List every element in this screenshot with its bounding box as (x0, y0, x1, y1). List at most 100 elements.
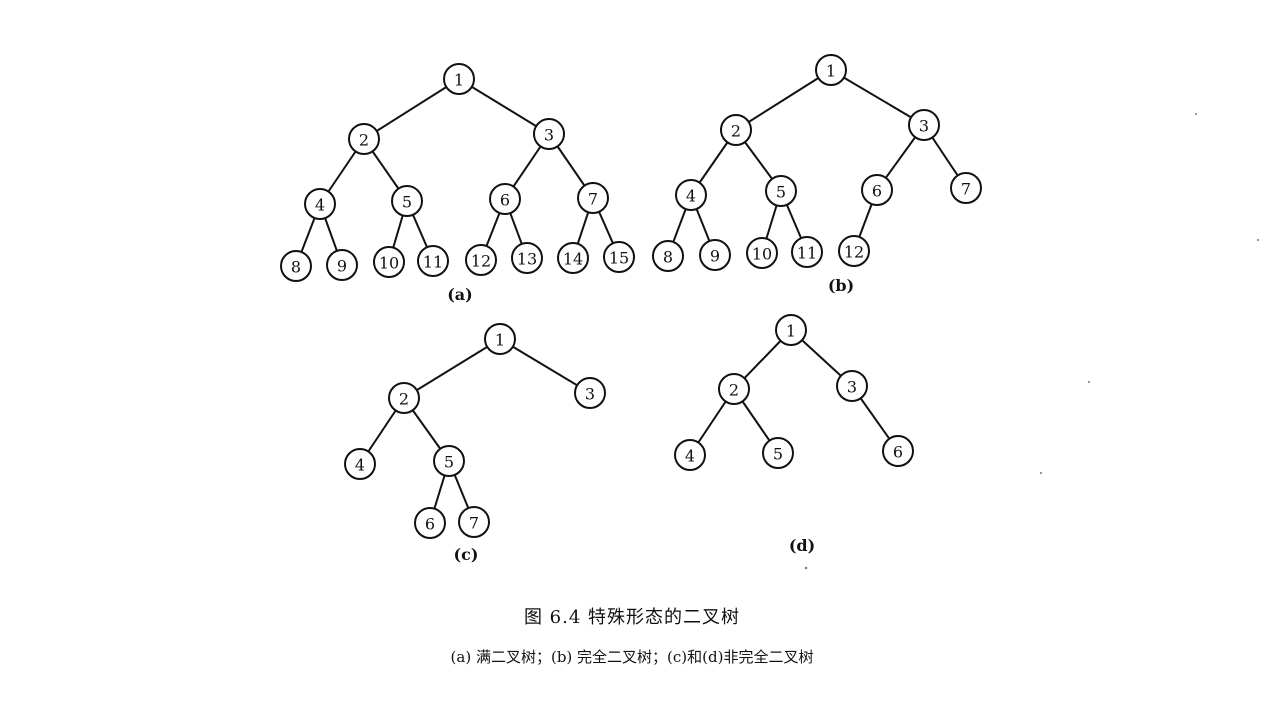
tree-c-sublabel: (c) (454, 545, 479, 564)
node-label: 3 (544, 126, 554, 145)
tree-a-node-4: 4 (304, 188, 336, 220)
node-label: 2 (729, 381, 739, 400)
tree-b-node-2: 2 (720, 114, 752, 146)
tree-a-node-5: 5 (391, 185, 423, 217)
tree-c-node-7: 7 (458, 506, 490, 538)
node-label: 6 (500, 191, 510, 210)
node-label: 12 (844, 243, 864, 262)
tree-a-node-15: 15 (603, 241, 635, 273)
node-label: 1 (495, 331, 505, 350)
node-label: 12 (471, 252, 491, 271)
tree-c-edge-1-3 (499, 338, 591, 394)
tree-b-node-6: 6 (861, 174, 893, 206)
tree-a-sublabel: (a) (447, 285, 473, 304)
node-circle (652, 240, 684, 272)
node-label: 15 (609, 249, 629, 268)
node-circle (746, 237, 778, 269)
node-label: 7 (588, 190, 598, 209)
node-circle (489, 183, 521, 215)
tree-d-node-4: 4 (674, 439, 706, 471)
node-label: 1 (786, 322, 796, 341)
node-circle (791, 236, 823, 268)
tree-c-node-6: 6 (414, 507, 446, 539)
node-circle (603, 241, 635, 273)
node-label: 8 (291, 258, 301, 277)
node-circle (348, 123, 380, 155)
tree-b-sublabel: (b) (828, 276, 854, 295)
node-label: 4 (355, 456, 365, 475)
node-label: 5 (402, 193, 412, 212)
node-label: 14 (563, 250, 583, 269)
tree-b-node-10: 10 (746, 237, 778, 269)
tree-b-node-11: 11 (791, 236, 823, 268)
node-circle (304, 188, 336, 220)
node-label: 11 (423, 253, 443, 272)
node-circle (511, 242, 543, 274)
tree-d-node-2: 2 (718, 373, 750, 405)
tree-b-node-12: 12 (838, 235, 870, 267)
node-circle (344, 448, 376, 480)
figure-title: 图 6.4 特殊形态的二叉树 (523, 607, 741, 628)
tree-a-node-14: 14 (557, 242, 589, 274)
node-circle (815, 54, 847, 86)
node-label: 9 (337, 257, 347, 276)
node-label: 6 (893, 443, 903, 462)
edges-layer (295, 69, 967, 524)
tree-a-node-10: 10 (373, 246, 405, 278)
node-circle (533, 118, 565, 150)
node-label: 4 (686, 187, 696, 206)
node-label: 2 (359, 131, 369, 150)
tree-c-node-3: 3 (574, 377, 606, 409)
node-label: 6 (872, 182, 882, 201)
tree-b-edge-1-2 (735, 69, 832, 131)
node-circle (838, 235, 870, 267)
tree-a-node-1: 1 (443, 63, 475, 95)
node-label: 4 (315, 196, 325, 215)
figure-caption: (a) 满二叉树；(b) 完全二叉树；(c)和(d)非完全二叉树 (450, 648, 814, 666)
node-circle (458, 506, 490, 538)
node-circle (674, 439, 706, 471)
node-label: 5 (773, 445, 783, 464)
node-circle (433, 445, 465, 477)
tree-c-edge-1-2 (403, 338, 501, 399)
tree-b-node-5: 5 (765, 175, 797, 207)
node-circle (762, 437, 794, 469)
tree-b-node-3: 3 (908, 109, 940, 141)
node-label: 13 (517, 250, 537, 269)
node-label: 8 (663, 248, 673, 267)
node-circle (950, 172, 982, 204)
scan-specks (804, 113, 1259, 570)
tree-a-node-12: 12 (465, 244, 497, 276)
tree-a-node-2: 2 (348, 123, 380, 155)
node-circle (765, 175, 797, 207)
node-circle (718, 373, 750, 405)
node-circle (577, 182, 609, 214)
node-circle (326, 249, 358, 281)
node-circle (373, 246, 405, 278)
tree-b-edge-1-3 (830, 69, 925, 126)
tree-d-node-1: 1 (775, 314, 807, 346)
node-circle (908, 109, 940, 141)
tree-b-node-1: 1 (815, 54, 847, 86)
tree-a-node-11: 11 (417, 245, 449, 277)
tree-c-node-4: 4 (344, 448, 376, 480)
node-circle (417, 245, 449, 277)
node-circle (465, 244, 497, 276)
node-circle (391, 185, 423, 217)
tree-d-sublabel: (d) (789, 536, 815, 555)
node-label: 7 (961, 180, 971, 199)
node-label: 4 (685, 447, 695, 466)
node-label: 9 (710, 247, 720, 266)
node-circle (280, 250, 312, 282)
node-label: 10 (379, 254, 399, 273)
node-circle (388, 382, 420, 414)
tree-b-node-7: 7 (950, 172, 982, 204)
tree-a-node-3: 3 (533, 118, 565, 150)
node-circle (720, 114, 752, 146)
node-label: 10 (752, 245, 772, 264)
node-label: 6 (425, 515, 435, 534)
node-circle (414, 507, 446, 539)
tree-b-node-9: 9 (699, 239, 731, 271)
node-circle (443, 63, 475, 95)
